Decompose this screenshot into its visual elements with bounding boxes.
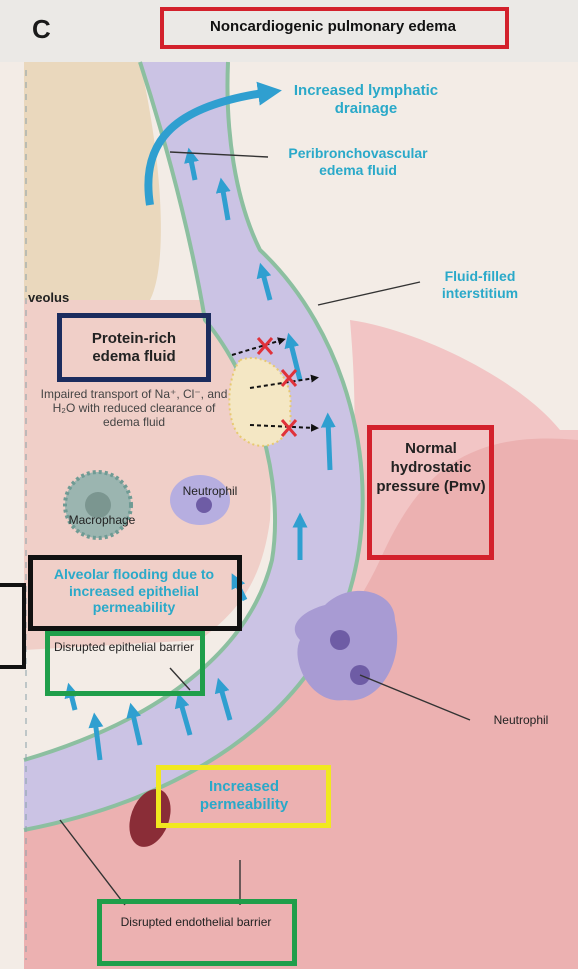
alveolar-airspace — [24, 62, 161, 300]
label-increased-lymphatic-drainage: Increased lymphatic drainage — [276, 82, 456, 117]
increased-permeability-highlight-box — [156, 765, 331, 828]
label-neutrophil-right: Neutrophil — [476, 713, 566, 727]
neutrophil-right-nucleus-a — [330, 630, 350, 650]
protein-rich-highlight-box — [57, 313, 211, 382]
label-alveolus: veolus — [28, 290, 69, 305]
label-impaired-transport: Impaired transport of Na⁺, Cl⁻, and H₂O … — [36, 387, 232, 429]
disrupted-endothelial-highlight-box — [97, 899, 297, 966]
label-neutrophil-left: Neutrophil — [168, 484, 252, 498]
disrupted-epithelial-highlight-box — [45, 631, 205, 696]
title-highlight-box — [160, 7, 509, 49]
label-peribronchovascular-edema-fluid: Peribronchovascular edema fluid — [268, 145, 448, 178]
label-fluid-filled-interstitium: Fluid-filled interstitium — [420, 268, 540, 301]
panel-letter: C — [32, 14, 51, 45]
label-macrophage: Macrophage — [60, 513, 144, 527]
alveolar-flooding-highlight-box — [28, 555, 242, 631]
bracket-mark — [0, 583, 26, 669]
normal-pressure-highlight-box — [367, 425, 494, 560]
neutrophil-left-nucleus — [196, 497, 212, 513]
